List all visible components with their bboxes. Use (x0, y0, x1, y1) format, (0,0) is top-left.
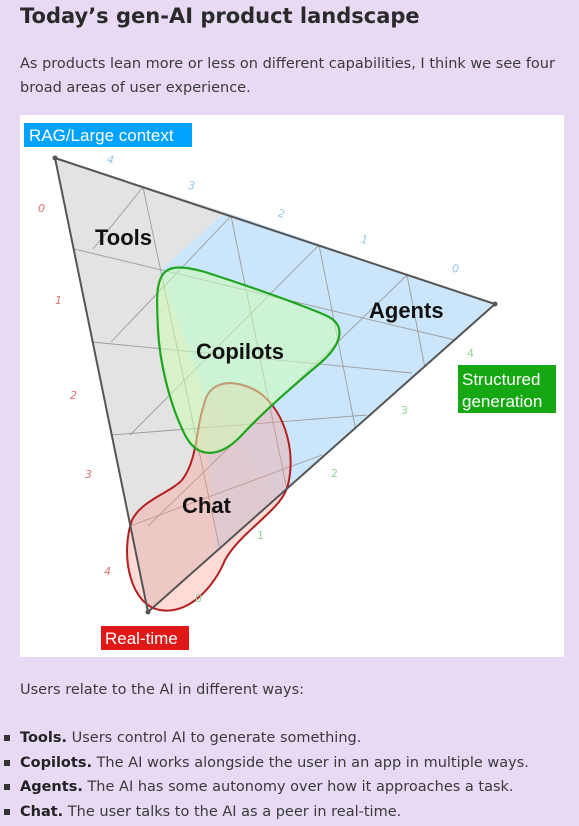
structured-corner-label-line1: Structured (462, 370, 540, 389)
type-term: Tools. (20, 730, 67, 746)
bullet-icon (4, 784, 10, 790)
list-item: Copilots. The AI works alongside the use… (0, 753, 529, 778)
list-item: Tools. Users control AI to generate some… (0, 728, 529, 753)
top-tick-0: 0 (450, 261, 461, 276)
realtime-corner-label: Real-time (105, 629, 178, 648)
bottom-tick-3: 3 (401, 404, 408, 417)
left-tick-4: 4 (104, 565, 111, 578)
agents-label: Agents (369, 298, 444, 323)
top-tick-3: 3 (186, 178, 197, 193)
type-term: Copilots. (20, 755, 92, 771)
bullet-icon (4, 735, 10, 741)
copilots-label: Copilots (196, 339, 284, 364)
bottom-tick-1: 1 (257, 529, 264, 542)
relate-text: Users relate to the AI in different ways… (20, 682, 304, 698)
rag-corner-label: RAG/Large context (29, 126, 174, 145)
bullet-icon (4, 760, 10, 766)
bottom-tick-0: 0 (195, 592, 202, 605)
type-term: Chat. (20, 804, 63, 820)
type-desc: Users control AI to generate something. (67, 730, 361, 746)
type-desc: The user talks to the AI as a peer in re… (63, 804, 401, 820)
bullet-icon (4, 809, 10, 815)
landscape-diagram: 0 1 2 3 4 4 3 2 1 0 4 3 2 1 0 Tools Copi… (20, 115, 564, 657)
tools-label: Tools (95, 225, 152, 250)
bottom-tick-2: 2 (331, 467, 338, 480)
left-tick-3: 3 (85, 468, 92, 481)
top-tick-1: 1 (359, 232, 370, 247)
bottom-tick-4: 4 (467, 347, 474, 360)
intro-paragraph: As products lean more or less on differe… (20, 52, 560, 100)
page-title: Today’s gen-AI product landscape (20, 4, 420, 28)
left-tick-0: 0 (38, 202, 45, 215)
type-term: Agents. (20, 779, 83, 795)
top-tick-2: 2 (276, 206, 287, 221)
type-desc: The AI has some autonomy over how it app… (83, 779, 514, 795)
chat-label: Chat (182, 493, 232, 518)
list-item: Chat. The user talks to the AI as a peer… (0, 802, 529, 826)
ux-types-list: Tools. Users control AI to generate some… (0, 728, 529, 826)
type-desc: The AI works alongside the user in an ap… (92, 755, 529, 771)
left-tick-1: 1 (55, 294, 62, 307)
ternary-diagram-svg: 0 1 2 3 4 4 3 2 1 0 4 3 2 1 0 Tools Copi… (20, 115, 564, 657)
list-item: Agents. The AI has some autonomy over ho… (0, 777, 529, 802)
top-tick-4: 4 (105, 152, 116, 167)
left-tick-2: 2 (70, 389, 77, 402)
structured-corner-label-line2: generation (462, 392, 542, 411)
